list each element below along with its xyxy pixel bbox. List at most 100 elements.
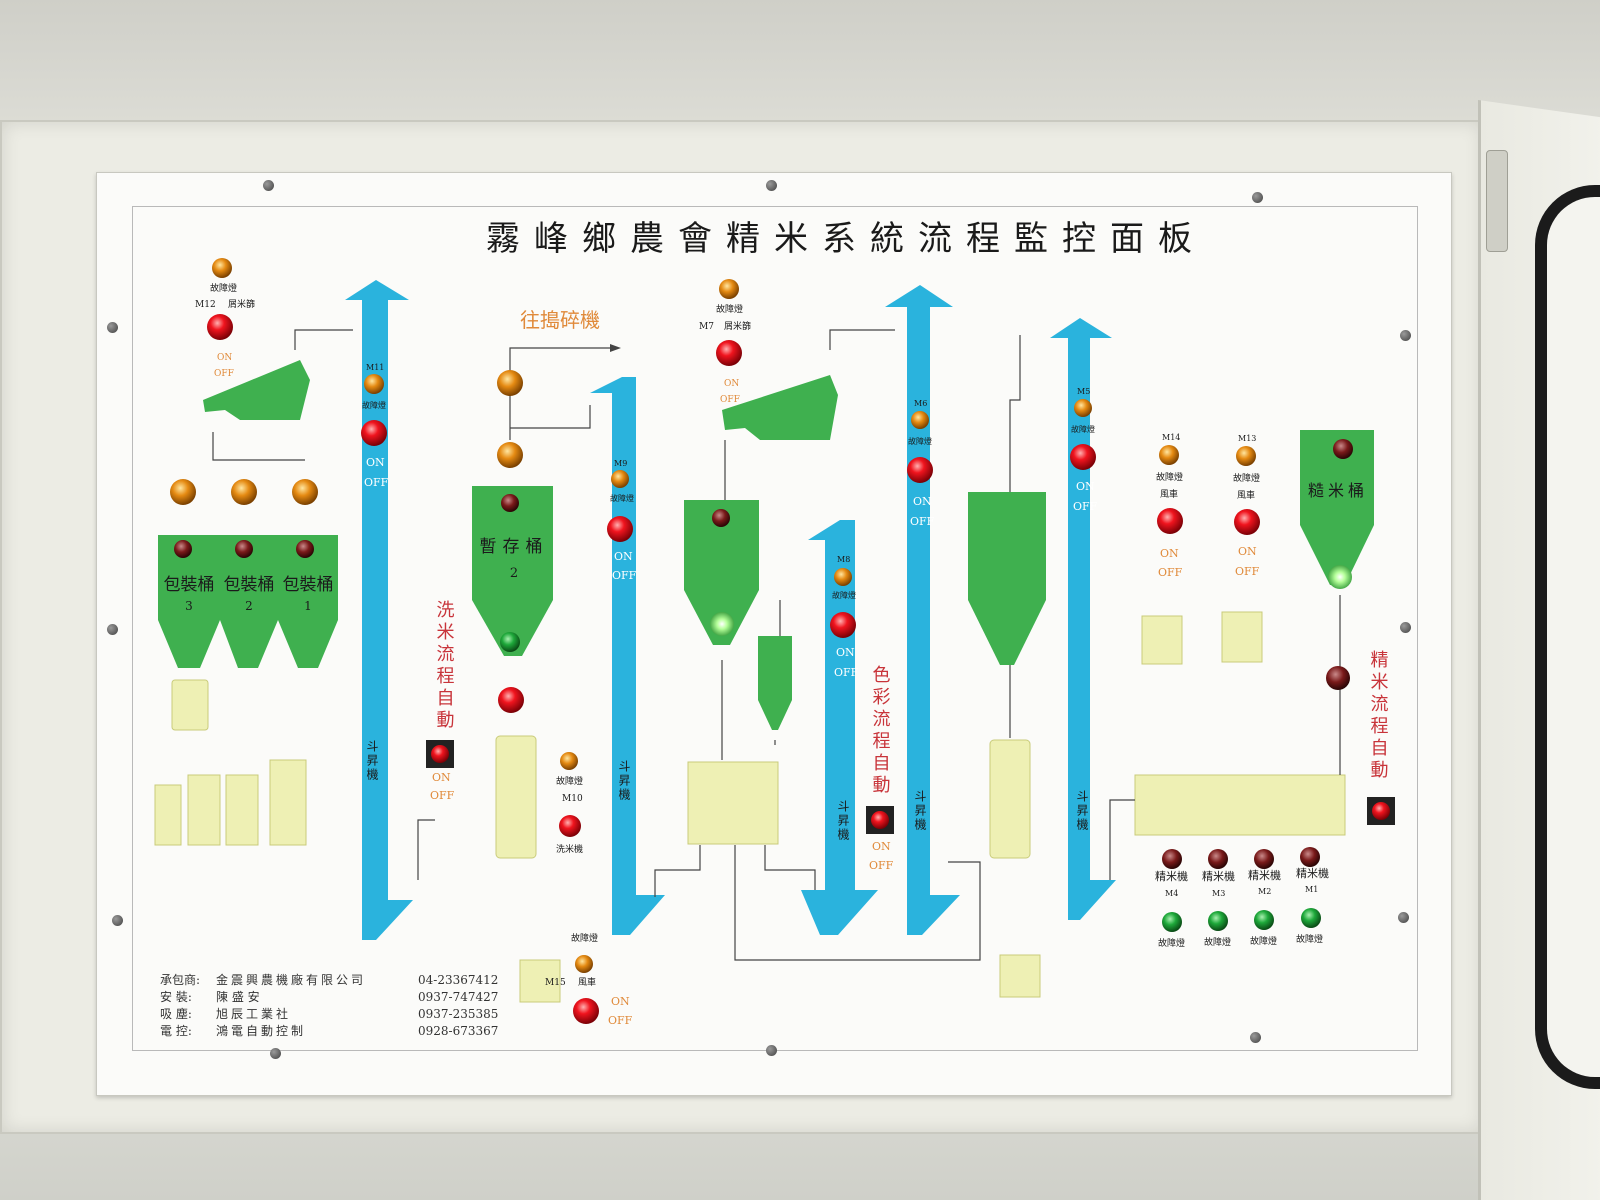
credit-phone-2: 0937-747427 (418, 990, 498, 1004)
packing-machine-2 (187, 774, 221, 846)
pack-indicator-2 (231, 479, 257, 505)
motor-label-m10: M10 (562, 794, 583, 804)
screw (1398, 912, 1409, 923)
bucket-elevator-m11 (345, 280, 413, 940)
to-crusher-label: 往搗碎機 (520, 308, 600, 332)
fault-label-m15: 故障燈 (571, 932, 598, 944)
pack-bin-2-label: 包裝桶 (224, 575, 275, 595)
fault-label-m11: 故障燈 (362, 400, 386, 410)
elevator-caption-m5: 斗昇機 (1075, 790, 1089, 832)
large-bin (968, 492, 1046, 665)
bin-lamp-pack-2 (235, 540, 253, 558)
off-label-m15: OFF (608, 1014, 633, 1027)
bucket-elevator-m6 (885, 285, 960, 935)
elevator-captions: 斗昇機 斗昇機 斗昇機 斗昇機 斗昇機 (365, 740, 1089, 842)
on-label-color: ON (872, 840, 891, 853)
credit-phone-4: 0928-673367 (418, 1024, 498, 1038)
packing-machine-3 (225, 774, 259, 846)
polisher-fault-label-m4: 故障燈 (1158, 937, 1185, 949)
screw (1400, 622, 1411, 633)
off-label-m9: OFF (612, 569, 637, 582)
credit-name-1: 金震興農機廠有限公司 (216, 972, 366, 987)
pack-bin-1-number: 1 (304, 599, 312, 613)
fault-label-m10: 故障燈 (556, 775, 583, 787)
credit-role-4: 電 控: (160, 1024, 192, 1038)
polisher-run-lamp-m2 (1254, 849, 1274, 869)
fault-lamps (170, 258, 1256, 973)
off-label-m7: OFF (720, 395, 740, 405)
polisher-label-m4: 精米機 (1155, 869, 1188, 883)
off-label-color: OFF (869, 859, 894, 872)
screw (107, 322, 118, 333)
fault-label-m5: 故障燈 (1071, 424, 1095, 434)
off-label-m11: OFF (364, 476, 389, 489)
run-lamp-m10 (559, 815, 581, 837)
destoner (989, 739, 1031, 859)
pack-bin-1 (278, 535, 338, 668)
motor-label-m12: M12 (195, 300, 216, 310)
polisher-fault-label-m1: 故障燈 (1296, 933, 1323, 945)
pack-bin-2 (220, 535, 278, 668)
wash-auto-button-lamp (431, 745, 449, 763)
temp-bin-1 (684, 500, 759, 645)
credit-name-2: 陳 盛 安 (216, 989, 260, 1004)
fault-lamp-m12 (212, 258, 232, 278)
fault-label-m13: 故障燈 (1233, 472, 1260, 484)
polisher-motor-m4: M4 (1165, 889, 1178, 898)
small-labels: 故障燈 M12 屑米篩 ON OFF M11 故障燈 ON OFF 故障燈 M7… (195, 282, 1329, 1027)
on-label-m9: ON (614, 550, 633, 563)
screw (263, 180, 274, 191)
polisher-fault-lamp-m3 (1208, 911, 1228, 931)
indicator-top-2 (497, 442, 523, 468)
packing-scale (171, 679, 209, 731)
polisher-fault-lamp-m2 (1254, 910, 1274, 930)
bran-label-m7: 屑米篩 (724, 320, 751, 332)
pack-indicator-3 (170, 479, 196, 505)
bin-lamp-brown (1333, 439, 1353, 459)
bucket-elevator-m5 (1050, 318, 1116, 920)
motor-label-m9: M9 (614, 459, 627, 468)
pack-indicator-1 (292, 479, 318, 505)
credit-role-2: 安 裝: (160, 989, 192, 1004)
fan-right (999, 954, 1041, 998)
motor-label-m7: M7 (699, 322, 714, 332)
on-label-m12: ON (217, 353, 232, 363)
auto-buttons (426, 740, 1395, 834)
sifter-m12 (203, 360, 310, 420)
bins (158, 360, 1374, 730)
run-lamp-m7 (716, 340, 742, 366)
polish-flow-label: 精米流程自動 (1368, 650, 1389, 782)
screw (766, 180, 777, 191)
fault-label-m9: 故障燈 (610, 493, 634, 503)
polisher-fault-label-m2: 故障燈 (1250, 935, 1277, 947)
run-lamp-m9 (607, 516, 633, 542)
bucket-elevator-m8 (801, 520, 878, 935)
washer-label-m10: 洗米機 (556, 843, 583, 855)
credit-phone-1: 04-23367412 (418, 973, 498, 987)
credit-role-1: 承包商: (160, 972, 200, 987)
temp-bin-label: 暫存桶 (480, 537, 549, 557)
pack-bin-1-label: 包裝桶 (283, 575, 334, 595)
fault-lamp-m6 (911, 411, 929, 429)
bin-lamp-pack-1 (296, 540, 314, 558)
on-label-m13: ON (1238, 545, 1257, 558)
fan-m15 (519, 959, 561, 1003)
fault-lamp-m10 (560, 752, 578, 770)
level-lamp-temp-2 (500, 632, 520, 652)
fault-lamp-m15 (575, 955, 593, 973)
off-label-wash: OFF (430, 789, 455, 802)
polisher-label-m3: 精米機 (1202, 869, 1235, 883)
color-flow-label: 色彩流程自動 (870, 665, 891, 797)
off-label-m12: OFF (214, 369, 234, 379)
fan-label-m15: 風車 (578, 976, 596, 988)
temp-bin-2 (472, 486, 553, 656)
motor-label-m6: M6 (914, 399, 927, 408)
polisher-run-lamp-m3 (1208, 849, 1228, 869)
polisher-fault-lamp-m1 (1301, 908, 1321, 928)
run-lamp-m14 (1157, 508, 1183, 534)
arrow-to-crusher (610, 344, 621, 352)
motor-label-m15: M15 (545, 978, 566, 988)
run-lamp-m8 (830, 612, 856, 638)
